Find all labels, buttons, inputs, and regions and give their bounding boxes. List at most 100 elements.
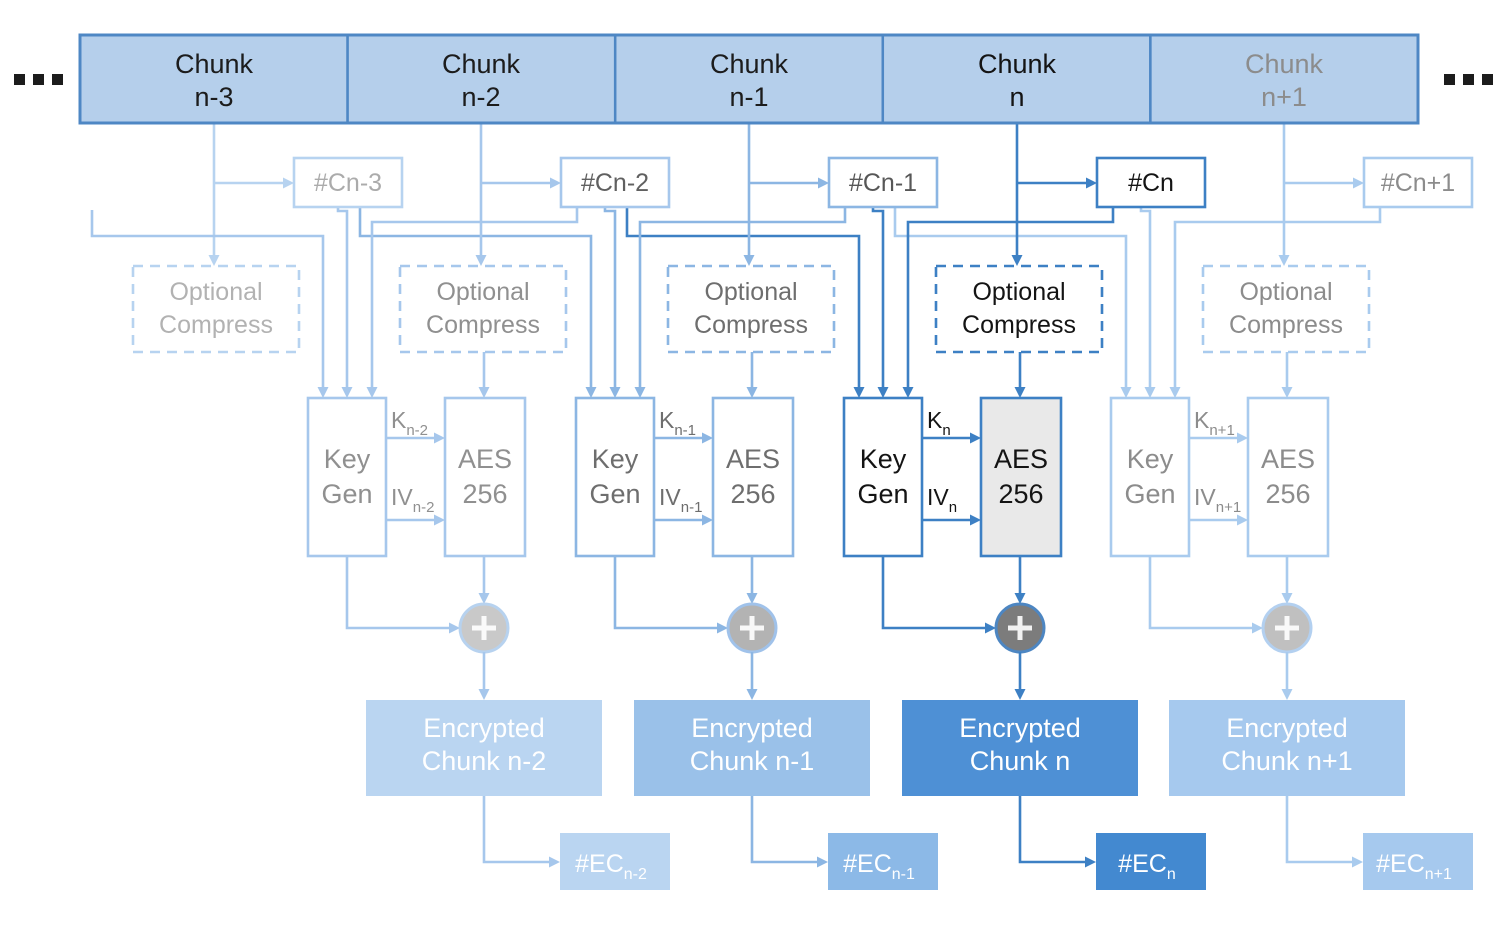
optional-compress-label-n+1: Compress [1229, 311, 1343, 339]
chunk-hash-box-n+1 [1362, 156, 1474, 209]
arrow-compress-to-aes-n-1-head [746, 387, 758, 398]
arrow-chunk-to-compress-n-head [1011, 255, 1023, 266]
route-hash-n-3-to-keygen-n-1-head [585, 387, 597, 398]
arrow-encrypted-to-hash-n-2 [482, 796, 549, 864]
route-hash-to-keygen-n+1 [1173, 207, 1382, 387]
keygen-label-n-1: Gen [589, 479, 640, 509]
aes-label-n-2: AES [458, 444, 512, 474]
ellipsis-right-dot [1463, 74, 1474, 85]
keygen-box-n-1 [574, 396, 656, 558]
optional-compress-label-n-3: Optional [169, 278, 262, 306]
arrow-keygen-to-xor-n-2-head [449, 622, 460, 634]
encrypted-chunk-label-n-1: Encrypted [691, 713, 813, 743]
optional-compress-label-n-2: Compress [426, 311, 540, 339]
route-hash-n-to-keygen-n+1-head [1144, 387, 1156, 398]
route-hash-to-keygen-n [906, 207, 1115, 387]
iv-label-n: IVn [927, 484, 957, 516]
optional-compress-label-n: Compress [962, 311, 1076, 339]
aes-label-n-2: 256 [462, 479, 507, 509]
key-label-n-2: Kn-2 [391, 407, 428, 439]
encrypted-chunk-label-n-2: Chunk n-2 [422, 746, 547, 776]
arrow-key-n-head [970, 432, 981, 444]
keygen-box-n-2 [306, 396, 388, 558]
ec-hash-box-n-1 [828, 833, 938, 890]
route-hash-to-keygen-n-1-head [634, 387, 646, 398]
aes-label-n: 256 [998, 479, 1043, 509]
arrow-aes-to-xor-n-1-head [746, 593, 758, 604]
chunk-hash-box-n-1 [827, 156, 939, 209]
arrow-xor-to-encrypted-n-2-head [478, 689, 490, 700]
plus-icon [472, 616, 496, 640]
ellipsis-left-dot [14, 74, 25, 85]
keygen-label-n+1: Key [1127, 444, 1174, 474]
route-hash-n-3-to-keygen-n-1 [358, 207, 593, 387]
arrow-chunk-to-compress-n-3-head [208, 255, 220, 266]
keygen-label-n-1: Key [592, 444, 639, 474]
optional-compress-box-n-1 [666, 264, 836, 354]
aes-box-n-1 [711, 396, 795, 558]
ec-hash-box-n+1 [1363, 833, 1473, 890]
chunk-cell-n [881, 33, 1152, 125]
keygen-label-n+1: Gen [1124, 479, 1175, 509]
aes-label-n+1: AES [1261, 444, 1315, 474]
ellipsis-right-dot [1444, 74, 1455, 85]
arrow-keygen-to-xor-n+1-head [1252, 622, 1263, 634]
chunk-hash-label-n-1: #Cn-1 [849, 169, 917, 197]
route-hash-n-3-to-keygen-n-2-head [341, 387, 353, 398]
arrow-keygen-to-xor-n-head [985, 622, 996, 634]
arrow-aes-to-xor-n+1-head [1281, 593, 1293, 604]
encrypted-chunk-label-n-1: Chunk n-1 [690, 746, 815, 776]
arrow-iv-n-1-head [702, 514, 713, 526]
route-hash-n-2-to-keygen-n-1 [603, 207, 617, 387]
encrypted-chunk-label-n: Encrypted [959, 713, 1081, 743]
arrow-chunk-to-hash-n+1-head [1353, 177, 1364, 189]
plus-icon [1275, 616, 1299, 640]
optional-compress-label-n-2: Optional [436, 278, 529, 306]
optional-compress-box-n [934, 264, 1104, 354]
arrow-key-n-1-head [702, 432, 713, 444]
aes-label-n: AES [994, 444, 1048, 474]
arrow-iv-n+1-head [1237, 514, 1248, 526]
optional-compress-box-n+1 [1201, 264, 1371, 354]
arrow-xor-to-encrypted-n+1-head [1281, 689, 1293, 700]
chunk-hash-box-n-3 [292, 156, 404, 209]
optional-compress-box-n-3 [131, 264, 301, 354]
arrow-chunk-to-compress-n+1-head [1278, 255, 1290, 266]
route-hash-n-1-to-keygen-n+1 [893, 207, 1128, 387]
chunk-hash-label-n-2: #Cn-2 [581, 169, 649, 197]
arrow-key-n+1-head [1237, 432, 1248, 444]
chunk-hash-label-n+1: #Cn+1 [1381, 169, 1455, 197]
chunk-band-border [78, 33, 1420, 125]
route-hash-n-3-to-keygen-n-2 [336, 207, 349, 387]
aes-label-n-1: AES [726, 444, 780, 474]
encrypted-chunk-label-n-2: Encrypted [423, 713, 545, 743]
arrow-compress-to-aes-n-2-head [478, 387, 490, 398]
optional-compress-label-n-3: Compress [159, 311, 273, 339]
arrow-iv-n-2-head [434, 514, 445, 526]
arrow-chunk-to-hash-n-2-head [550, 177, 561, 189]
route-hash-n-2-to-keygen-n-1-head [609, 387, 621, 398]
route-hash-n-to-keygen-n+1 [1139, 207, 1152, 387]
keygen-label-n-2: Key [324, 444, 371, 474]
route-hash-to-keygen-n-head [902, 387, 914, 398]
optional-compress-box-n-2 [398, 264, 568, 354]
optional-compress-label-n-1: Optional [704, 278, 797, 306]
ellipsis-right-dot [1482, 74, 1493, 85]
encrypted-chunk-label-n: Chunk n [970, 746, 1071, 776]
arrow-keygen-to-xor-n-1 [613, 556, 717, 630]
optional-compress-label-n-1: Compress [694, 311, 808, 339]
optional-compress-label-n+1: Optional [1239, 278, 1332, 306]
encrypted-chunk-label-n+1: Encrypted [1226, 713, 1348, 743]
ec-hash-box-n-2 [560, 833, 670, 890]
arrow-keygen-to-xor-n+1 [1148, 556, 1252, 630]
chunk-hash-box-n [1095, 156, 1207, 209]
arrow-encrypted-to-hash-n-2-head [549, 856, 560, 868]
chunk-hash-label-n-3: #Cn-3 [314, 169, 382, 197]
arrow-chunk-to-hash-n-3-head [283, 177, 294, 189]
arrow-xor-to-encrypted-n-head [1014, 689, 1026, 700]
arrow-iv-n-head [970, 514, 981, 526]
arrow-encrypted-to-hash-n-1 [750, 796, 817, 864]
